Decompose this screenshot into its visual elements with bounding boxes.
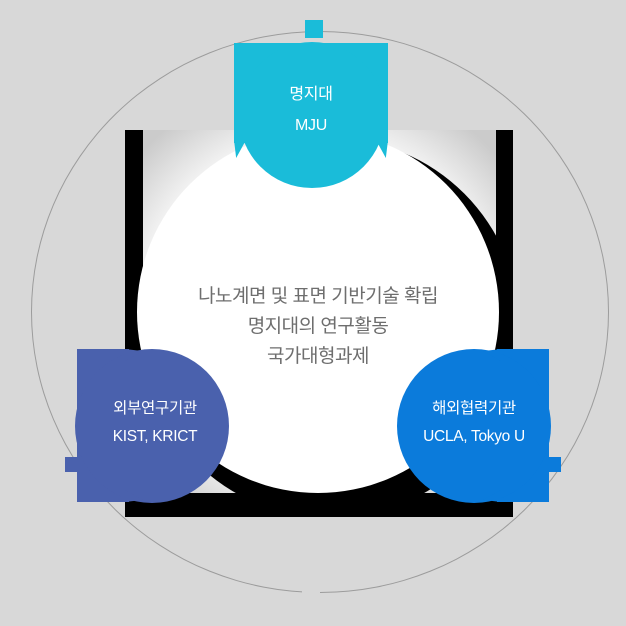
badge-right-label-line2: UCLA, Tokyo U — [423, 428, 525, 445]
badge-left-label-line1: 외부연구기관 — [113, 400, 197, 417]
badge-left-bulge — [75, 349, 229, 503]
badge-top-bulge — [239, 42, 385, 188]
outer-ring-gap — [302, 586, 320, 596]
badge-right-tab — [549, 457, 561, 472]
center-caption: 나노계면 및 표면 기반기술 확립 명지대의 연구활동 국가대형과제 — [120, 282, 516, 372]
badge-top-tab — [305, 20, 323, 38]
center-caption-line2: 명지대의 연구활동 — [247, 316, 389, 337]
badge-left-tab — [65, 457, 77, 472]
badge-right-label: 해외협력기관 UCLA, Tokyo U — [386, 395, 562, 451]
badge-left-label-line2: KIST, KRICT — [112, 428, 198, 445]
badge-top-label-line2: MJU — [295, 117, 327, 134]
badge-top-label: 명지대 MJU — [234, 79, 388, 141]
badge-top-label-line1: 명지대 — [289, 86, 333, 103]
center-caption-line3: 국가대형과제 — [267, 346, 369, 367]
badge-right-label-line1: 해외협력기관 — [432, 400, 516, 417]
badge-left-label: 외부연구기관 KIST, KRICT — [67, 395, 243, 451]
badge-right-bulge — [397, 349, 551, 503]
center-caption-line1: 나노계면 및 표면 기반기술 확립 — [198, 286, 438, 307]
